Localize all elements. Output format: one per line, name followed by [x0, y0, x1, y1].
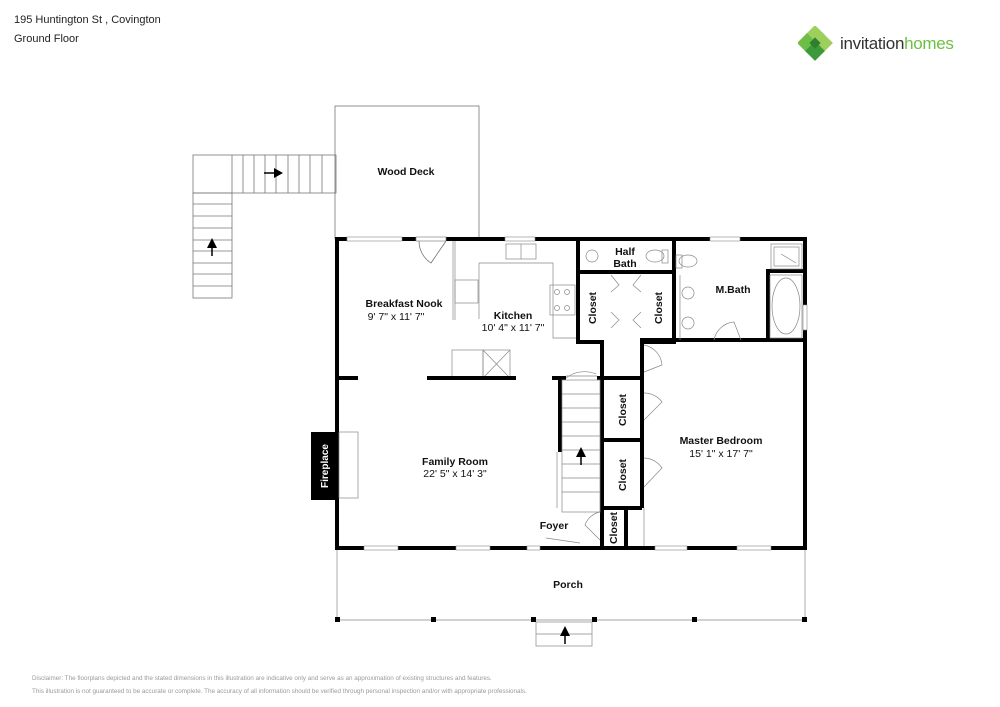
room-label-master-bedroom: Master Bedroom	[680, 435, 763, 447]
interior-stairs	[556, 371, 601, 513]
room-label-half-bath-2: Bath	[613, 258, 636, 270]
stairs-arrow-right-icon	[264, 168, 283, 178]
room-label-breakfast-nook: Breakfast Nook	[365, 298, 442, 310]
closet-doors	[610, 274, 642, 329]
logo-wordmark: invitationhomes	[840, 34, 954, 54]
windows	[346, 236, 808, 551]
invitation-homes-logo-icon	[798, 26, 833, 61]
back-door	[415, 236, 447, 264]
porch-posts	[335, 617, 807, 622]
floor-label: Ground Floor	[14, 33, 79, 45]
bedroom-doors	[545, 344, 663, 546]
room-dims-master-bedroom: 15' 1" x 17' 7"	[689, 448, 753, 460]
logo-word-invitation: invitation	[840, 34, 905, 53]
property-address: 195 Huntington St , Covington	[14, 14, 161, 26]
fireplace-hearth	[338, 431, 359, 499]
room-label-closet-right: Closet	[653, 291, 665, 324]
room-label-m-bath: M.Bath	[716, 284, 751, 296]
room-label-porch: Porch	[553, 579, 583, 591]
half-bath-fixtures	[585, 249, 698, 340]
room-label-fireplace: Fireplace	[320, 444, 331, 488]
disclaimer-line-2: This illustration is not guaranteed to b…	[32, 688, 527, 695]
m-bath-fixtures	[713, 243, 803, 341]
porch-outline	[336, 550, 806, 647]
room-label-closet-bed-1: Closet	[617, 393, 629, 426]
room-label-closet-foyer: Closet	[608, 511, 620, 544]
stairs-arrow-up-icon	[207, 238, 217, 256]
room-label-closet-left: Closet	[587, 291, 599, 324]
disclaimer-line-1: Disclaimer: The floorplans depicted and …	[32, 675, 492, 682]
room-label-closet-bed-2: Closet	[617, 458, 629, 491]
room-label-foyer: Foyer	[540, 520, 569, 532]
logo-word-homes: homes	[904, 34, 954, 53]
interior-walls	[337, 239, 805, 548]
room-label-kitchen: Kitchen	[494, 310, 533, 322]
room-dims-breakfast-nook: 9' 7" x 11' 7"	[368, 311, 425, 323]
fireplace	[311, 432, 337, 500]
exterior-stairs	[192, 154, 337, 299]
room-dims-kitchen: 10' 4" x 11' 7"	[482, 322, 545, 334]
room-label-family-room: Family Room	[422, 456, 488, 468]
room-label-wood-deck: Wood Deck	[378, 166, 435, 178]
room-dims-family-room: 22' 5" x 14' 3"	[423, 468, 487, 480]
room-label-half-bath-1: Half	[615, 246, 635, 258]
porch-stairs-arrow-up-icon	[560, 626, 570, 644]
interior-stairs-arrow-up-icon	[576, 447, 586, 465]
invitation-homes-logo: invitationhomes	[798, 26, 954, 62]
